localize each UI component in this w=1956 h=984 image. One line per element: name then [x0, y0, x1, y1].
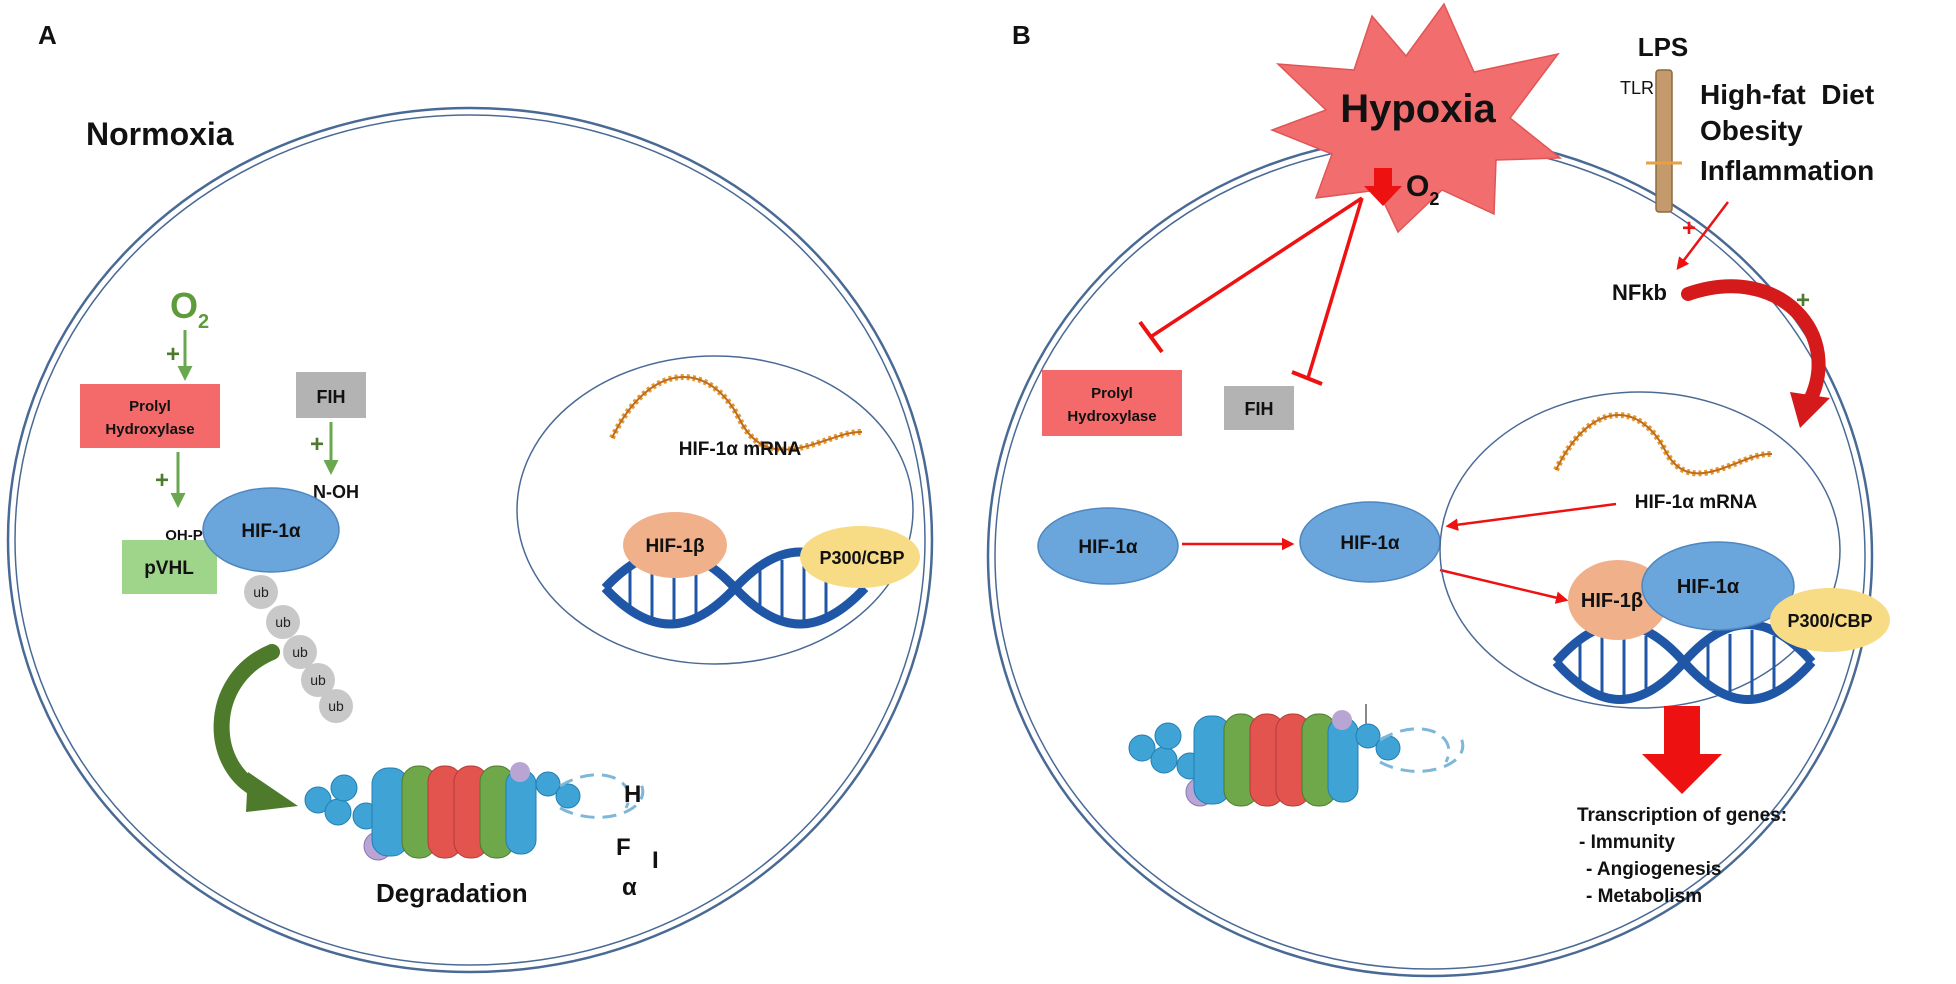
hif1b-protein [623, 512, 727, 578]
fragment-letter: α [622, 874, 637, 901]
hif1a-protein [202, 487, 340, 573]
condition-label: High-fat Diet [1700, 79, 1874, 110]
prolyl-label-line1: Prolyl [129, 398, 171, 415]
lps-label: LPS [1638, 32, 1689, 62]
ubiquitin-label: ub [275, 614, 291, 630]
p300-cbp-protein [800, 526, 920, 588]
prolyl-label-line1: Prolyl [1091, 385, 1133, 402]
ubiquitin [283, 635, 317, 669]
ubiquitin [244, 575, 278, 609]
oxygen-label: O2 [170, 285, 209, 333]
plus-sign: + [310, 431, 324, 458]
p300-cbp-protein [1770, 588, 1890, 652]
condition-label: Inflammation [1700, 155, 1874, 186]
tlr-label: TLR [1620, 78, 1654, 98]
nfkb-label: NFkb [1612, 280, 1667, 305]
n-oh-label: N-OH [313, 482, 359, 502]
degradation-arrow-head [246, 772, 298, 812]
hif1a-mid-label: HIF-1α [1340, 533, 1400, 554]
plus-sign-red: + [1682, 215, 1696, 242]
dna-helix [1552, 620, 1816, 704]
condition-label: Obesity [1700, 115, 1803, 146]
inhibition-bar [1138, 320, 1164, 354]
fragment-letter: F [616, 834, 631, 861]
hypoxia-inhibits-fih [1306, 197, 1364, 379]
down-arrow-icon [1364, 168, 1402, 206]
hif1b-label: HIF-1β [1581, 590, 1643, 612]
gene-item: - Immunity [1579, 832, 1675, 853]
proteasome [1128, 704, 1465, 807]
prolyl-hydroxylase-box [1042, 370, 1182, 436]
gene-item: - Metabolism [1586, 886, 1702, 907]
degradation-curved-arrow [213, 644, 280, 800]
tlr-to-nfkb-arrow [1676, 201, 1729, 270]
hif1a-protein [1641, 541, 1795, 631]
plus-sign: + [166, 341, 180, 368]
mrna-translation-arrow [1445, 502, 1617, 531]
nfkb-curved-arrow [1681, 279, 1826, 411]
oxygen-label: O2 [1406, 170, 1439, 209]
panel-b: B Hypoxia O2 LPS TLR High-fat Diet Obesi… [986, 2, 1890, 978]
panel-a-letter: A [38, 20, 57, 50]
fragment-letter: H [624, 781, 641, 808]
hif1b-label: HIF-1β [645, 536, 704, 557]
cell-membrane-inner [14, 114, 926, 966]
hypoxia-label: Hypoxia [1340, 87, 1496, 131]
hif1a-nuclear-label: HIF-1α [1677, 576, 1740, 598]
pvhl-box [122, 540, 217, 594]
hif1a-label: HIF-1α [241, 521, 301, 542]
ubiquitin-label: ub [310, 672, 326, 688]
p300-cbp-label: P300/CBP [1787, 611, 1872, 631]
nucleus [516, 355, 914, 665]
fih-label: FIH [317, 387, 346, 407]
ubiquitin-label: ub [253, 584, 269, 600]
tlr-receptor [1655, 69, 1673, 213]
hif1a-protein [1037, 507, 1179, 585]
prolyl-hydroxylase-box [80, 384, 220, 448]
hypoxia-inhibits-prolyl [1151, 196, 1363, 338]
normoxia-title: Normoxia [86, 116, 234, 152]
ubiquitin [319, 689, 353, 723]
cell-membrane-outer [6, 106, 934, 974]
pvhl-label: pVHL [144, 558, 194, 579]
fih-label: FIH [1245, 399, 1274, 419]
ubiquitin [301, 663, 335, 697]
nfkb-arrow-head [1790, 392, 1830, 428]
panel-b-letter: B [1012, 20, 1031, 50]
hif1a-left-label: HIF-1α [1078, 537, 1138, 558]
mrna-backbone [611, 376, 863, 451]
ubiquitin [266, 605, 300, 639]
gene-item: - Angiogenesis [1586, 859, 1721, 880]
ubiquitin-label: ub [292, 644, 308, 660]
ubiquitin-label: ub [328, 698, 344, 714]
inhibition-bar [1291, 370, 1323, 386]
oh-p-label: OH-P [165, 527, 203, 544]
plus-sign-green: + [1796, 287, 1810, 314]
mrna-backbone [1555, 414, 1773, 475]
fragment-letter: I [652, 847, 659, 874]
mrna-label: HIF-1α mRNA [679, 439, 802, 460]
plus-sign: + [155, 467, 169, 494]
hif1a-translocation-arrow [1439, 568, 1569, 604]
fih-box [1224, 386, 1294, 430]
degradation-label: Degradation [376, 878, 528, 908]
nucleus [1439, 391, 1841, 709]
p300-cbp-label: P300/CBP [819, 548, 904, 568]
prolyl-label-line2: Hydroxylase [105, 421, 194, 438]
transcription-arrow [1642, 706, 1722, 794]
panel-a: A Normoxia O2 + Prolyl Hydroxylase + FIH… [6, 20, 934, 974]
mrna-label: HIF-1α mRNA [1635, 492, 1758, 513]
transcription-title: Transcription of genes: [1577, 805, 1787, 826]
proteasome [304, 762, 645, 861]
prolyl-label-line2: Hydroxylase [1067, 408, 1156, 425]
fih-box [296, 372, 366, 418]
ubiquitin-chain: ub ub ub ub ub [244, 575, 353, 723]
mrna-strand [1553, 412, 1773, 477]
